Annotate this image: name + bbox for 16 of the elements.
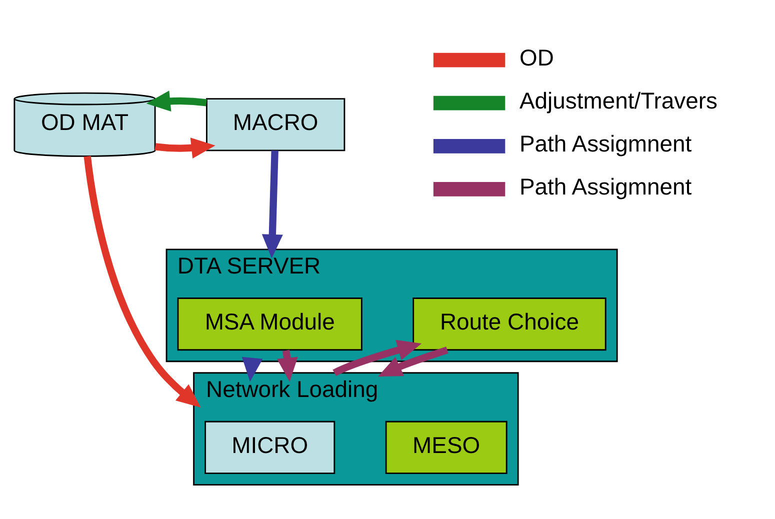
arrow xyxy=(242,356,263,382)
arrow xyxy=(84,156,201,408)
legend-label: Path Assigmnent xyxy=(520,130,692,157)
arrow xyxy=(262,150,283,258)
node-box: MESO xyxy=(385,420,508,474)
node-box: MACRO xyxy=(206,98,346,152)
arrow xyxy=(146,90,207,112)
node-box: Route Choice xyxy=(412,298,606,351)
arrow xyxy=(276,350,298,382)
arrow xyxy=(154,138,216,159)
legend-label: OD xyxy=(520,44,554,70)
node-box: MSA Module xyxy=(177,298,362,351)
legend-label: Adjustment/Travers xyxy=(520,88,718,114)
legend-label: Path Assigmnent xyxy=(520,174,692,200)
arrow xyxy=(378,346,448,377)
node-box: MICRO xyxy=(204,420,336,474)
